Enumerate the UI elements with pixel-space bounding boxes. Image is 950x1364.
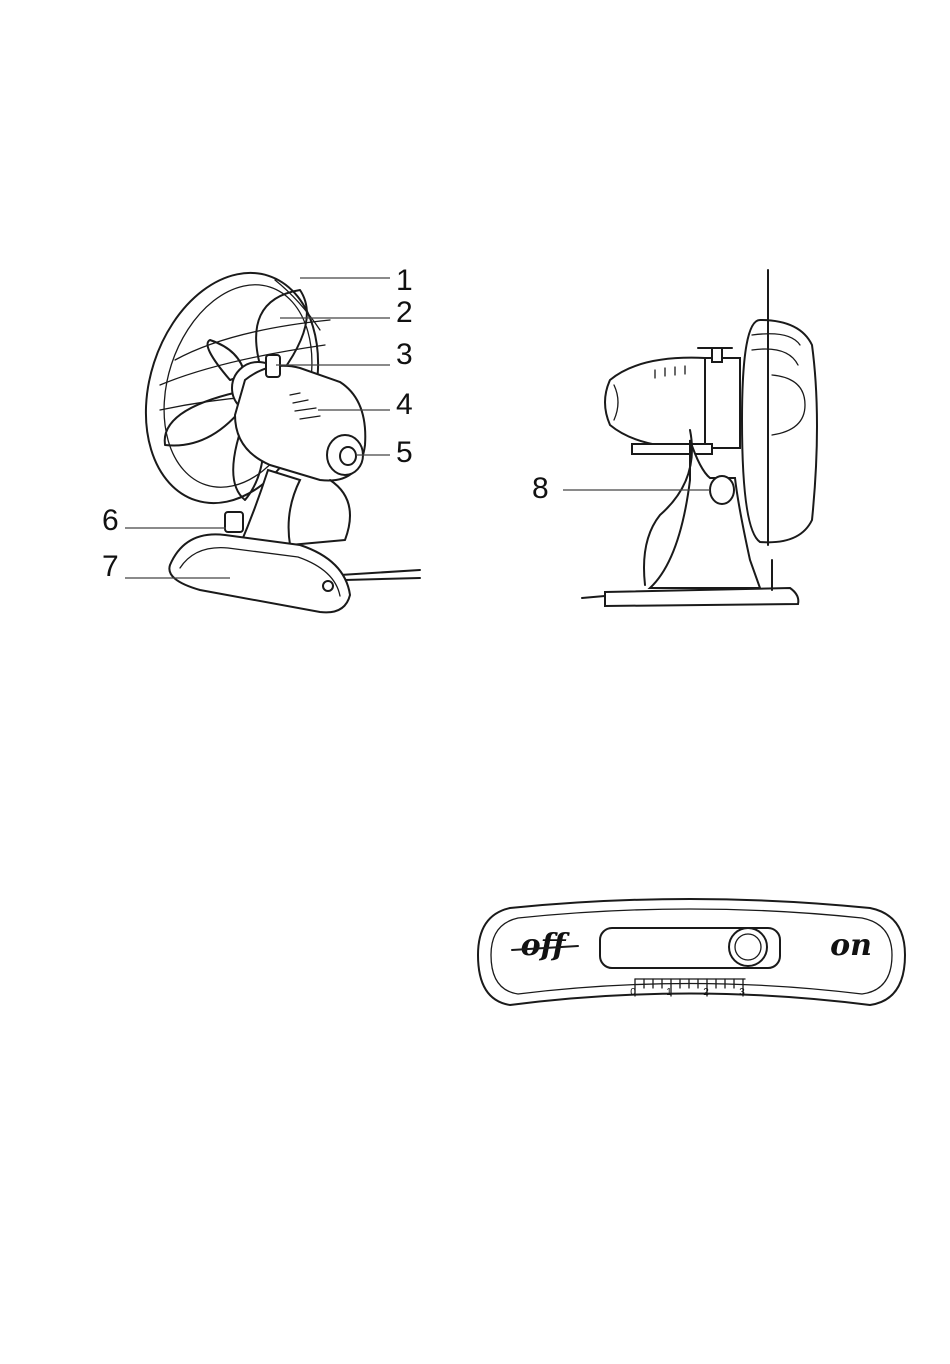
callout-7: 7 bbox=[102, 550, 119, 583]
fan-base-side bbox=[605, 588, 798, 606]
fan-base bbox=[169, 534, 350, 612]
scale-label-3: 3 bbox=[739, 987, 745, 998]
scale-label-2: 2 bbox=[703, 987, 709, 998]
pivot-joint bbox=[710, 476, 734, 504]
callout-1: 1 bbox=[396, 264, 413, 297]
callout-4: 4 bbox=[396, 388, 413, 421]
callout-6: 6 bbox=[102, 504, 119, 537]
callout-3: 3 bbox=[396, 338, 413, 371]
scale-label-0: 0 bbox=[630, 987, 636, 998]
side-callouts: 8 bbox=[532, 472, 710, 505]
fan-side-view bbox=[582, 270, 817, 606]
scale-label-1: 1 bbox=[666, 987, 672, 998]
callout-5: 5 bbox=[396, 436, 413, 469]
callout-2: 2 bbox=[396, 296, 413, 329]
motor-side bbox=[605, 358, 740, 448]
callout-8: 8 bbox=[532, 472, 549, 505]
off-label: off bbox=[521, 928, 571, 963]
fan-front-view bbox=[118, 250, 420, 612]
on-label: on bbox=[830, 928, 872, 963]
switch-panel: 0 1 2 3 off on bbox=[478, 899, 905, 1005]
